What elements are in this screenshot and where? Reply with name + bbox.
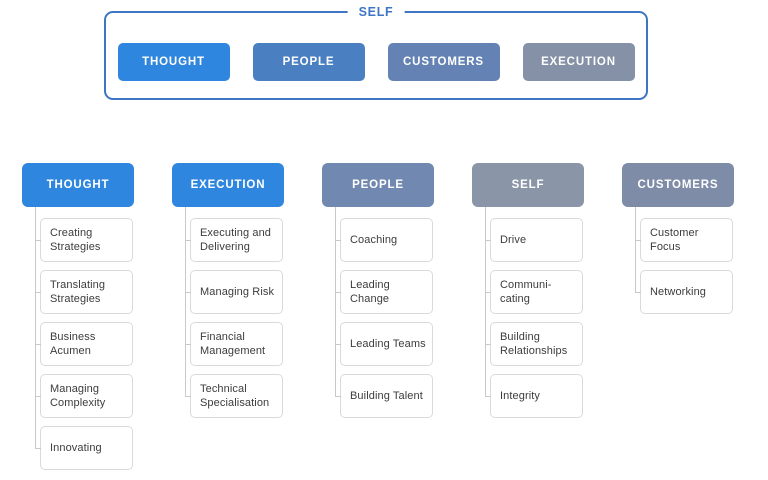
connector-trunk-line bbox=[635, 207, 636, 292]
competency-card[interactable]: Leading Teams bbox=[335, 322, 433, 366]
competency-card[interactable]: Executing and Delivering bbox=[185, 218, 283, 262]
competency-card[interactable]: Drive bbox=[485, 218, 583, 262]
competency-card[interactable]: Managing Complexity bbox=[35, 374, 133, 418]
competency-card-label: Leading Teams bbox=[350, 338, 426, 350]
competency-card-label: Technical Specialisation bbox=[200, 383, 270, 409]
column-header-self[interactable]: SELF bbox=[472, 163, 584, 207]
competency-card[interactable]: Financial Management bbox=[185, 322, 283, 366]
competency-card[interactable]: Translating Strategies bbox=[35, 270, 133, 314]
self-chip-row: THOUGHT PEOPLE CUSTOMERS EXECUTION bbox=[106, 43, 646, 81]
competency-card-label: Building Relationships bbox=[500, 331, 568, 357]
competency-card-label: Communi-cating bbox=[500, 279, 552, 305]
competency-card-label: Creating Strategies bbox=[50, 227, 101, 253]
competency-card-label: Managing Risk bbox=[200, 286, 275, 298]
competency-card[interactable]: Innovating bbox=[35, 426, 133, 470]
competency-card[interactable]: Building Relationships bbox=[485, 322, 583, 366]
column-header-execution[interactable]: EXECUTION bbox=[172, 163, 284, 207]
competency-card[interactable]: Communi-cating bbox=[485, 270, 583, 314]
competency-card-label: Business Acumen bbox=[50, 331, 96, 357]
competency-card-label: Translating Strategies bbox=[50, 279, 106, 305]
competency-card-label: Managing Complexity bbox=[50, 383, 106, 409]
self-chip-thought[interactable]: THOUGHT bbox=[117, 43, 230, 81]
competency-card[interactable]: Managing Risk bbox=[185, 270, 283, 314]
competency-card-label: Customer Focus bbox=[650, 227, 699, 253]
competency-card-label: Networking bbox=[650, 286, 707, 298]
competency-card-label: Leading Change bbox=[350, 279, 390, 305]
competency-card-label: Building Talent bbox=[350, 390, 423, 402]
connector-trunk-line bbox=[185, 207, 186, 396]
self-chip-execution[interactable]: EXECUTION bbox=[522, 43, 635, 81]
competency-card[interactable]: Building Talent bbox=[335, 374, 433, 418]
connector-trunk-line bbox=[335, 207, 336, 396]
competency-card[interactable]: Creating Strategies bbox=[35, 218, 133, 262]
competency-card-label: Drive bbox=[500, 234, 527, 246]
self-chip-people[interactable]: PEOPLE bbox=[252, 43, 365, 81]
self-chip-customers[interactable]: CUSTOMERS bbox=[387, 43, 500, 81]
competency-card[interactable]: Leading Change bbox=[335, 270, 433, 314]
self-legend-label: SELF bbox=[347, 4, 405, 20]
self-legend-panel: SELF THOUGHT PEOPLE CUSTOMERS EXECUTION bbox=[104, 4, 648, 100]
competency-card-label: Financial Management bbox=[200, 331, 266, 357]
competency-card-label: Executing and Delivering bbox=[200, 227, 272, 253]
connector-trunk-line bbox=[35, 207, 36, 448]
competency-card-label: Coaching bbox=[350, 234, 398, 246]
column-header-thought[interactable]: THOUGHT bbox=[22, 163, 134, 207]
competency-card[interactable]: Business Acumen bbox=[35, 322, 133, 366]
competency-card[interactable]: Integrity bbox=[485, 374, 583, 418]
competency-card-label: Innovating bbox=[50, 442, 102, 454]
column-header-customers[interactable]: CUSTOMERS bbox=[622, 163, 734, 207]
competency-card[interactable]: Networking bbox=[635, 270, 733, 314]
column-header-people[interactable]: PEOPLE bbox=[322, 163, 434, 207]
competency-card[interactable]: Coaching bbox=[335, 218, 433, 262]
competency-card-label: Integrity bbox=[500, 390, 541, 402]
connector-trunk-line bbox=[485, 207, 486, 396]
competency-card[interactable]: Technical Specialisation bbox=[185, 374, 283, 418]
competency-card[interactable]: Customer Focus bbox=[635, 218, 733, 262]
